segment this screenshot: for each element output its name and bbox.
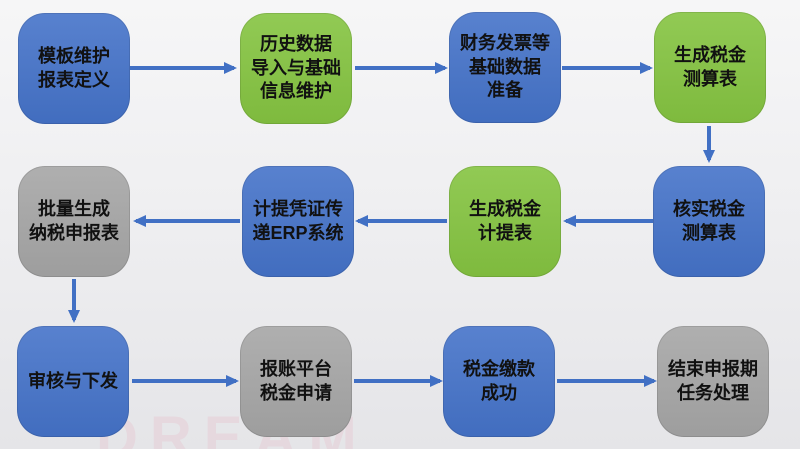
node-generate-tax-accrual-table: 生成税金 计提表 <box>449 166 561 277</box>
node-tax-payment-success: 税金缴款 成功 <box>443 326 555 437</box>
node-verify-tax-estimate-table: 核实税金 测算表 <box>653 166 765 277</box>
node-batch-generate-tax-return: 批量生成 纳税申报表 <box>18 166 130 277</box>
node-accrual-voucher-to-erp: 计提凭证传 递ERP系统 <box>242 166 354 277</box>
node-review-and-release: 审核与下发 <box>17 326 129 437</box>
node-end-filing-period-tasks: 结束申报期 任务处理 <box>657 326 769 437</box>
node-generate-tax-estimate-table: 生成税金 测算表 <box>654 12 766 123</box>
node-reimbursement-platform-tax-request: 报账平台 税金申请 <box>240 326 352 437</box>
node-finance-invoice-base-data-prep: 财务发票等 基础数据 准备 <box>449 12 561 123</box>
node-template-maintenance-report-definition: 模板维护 报表定义 <box>18 13 130 124</box>
node-history-data-import-base-info: 历史数据 导入与基础 信息维护 <box>240 13 352 124</box>
